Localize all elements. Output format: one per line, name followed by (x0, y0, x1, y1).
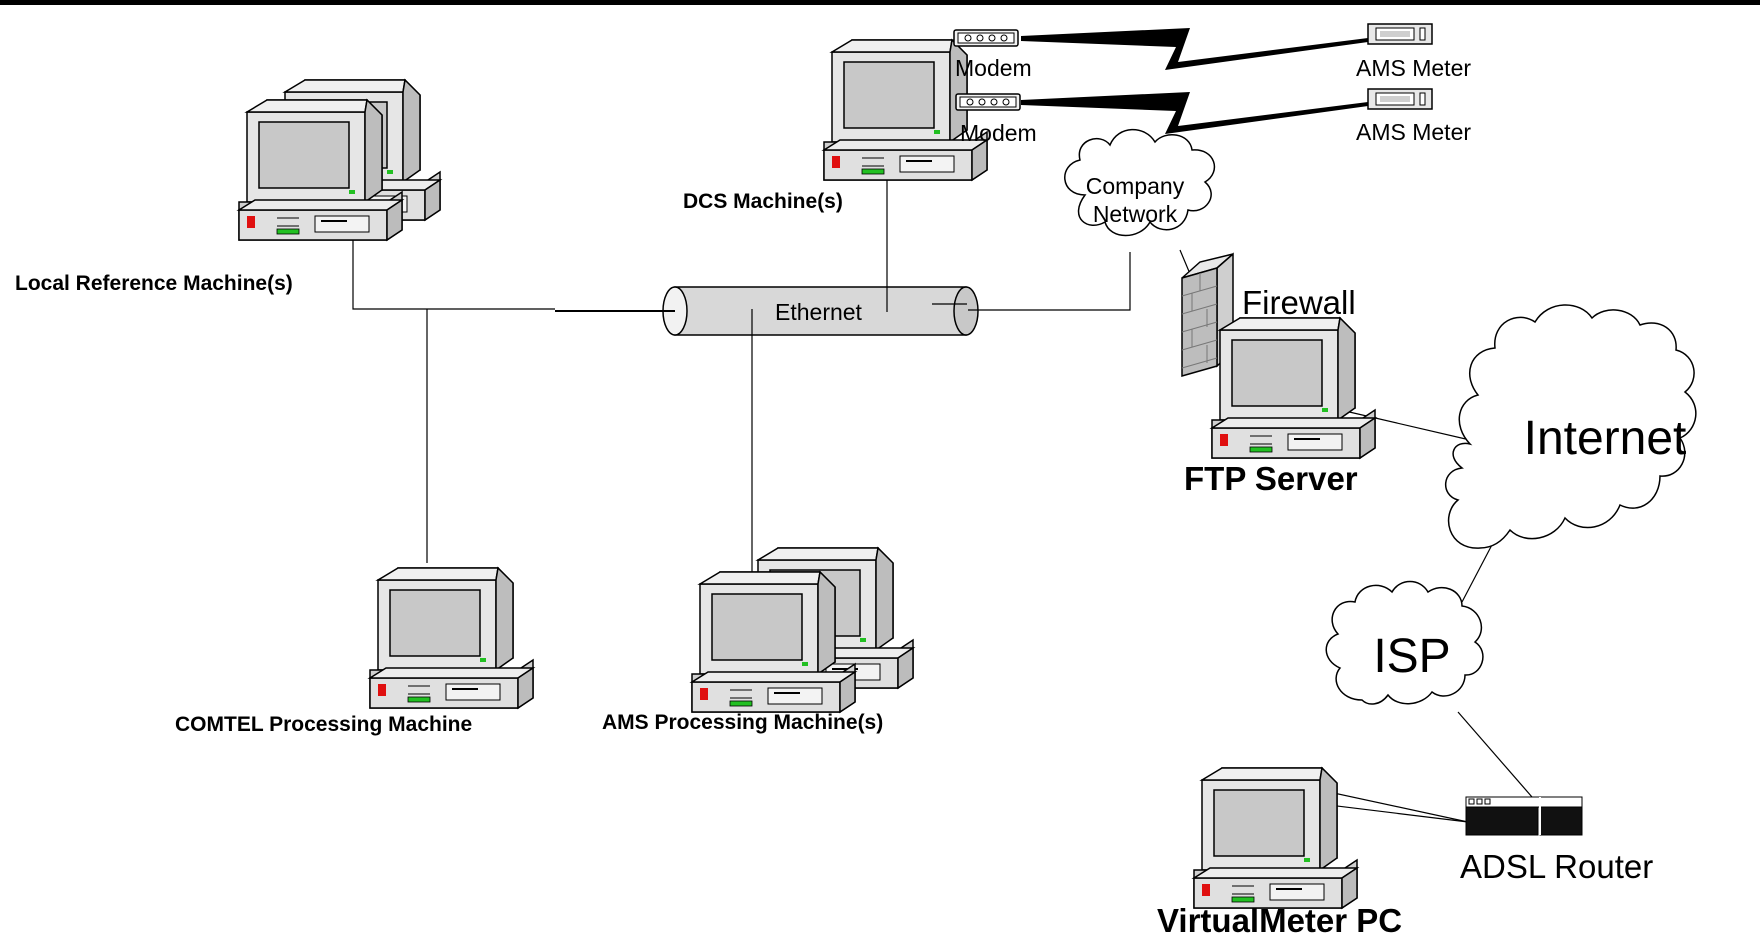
adsl-router: ADSL Router (1460, 796, 1653, 885)
firewall-icon (1181, 267, 1218, 377)
local-reference-machines: Local Reference Machine(s) (15, 79, 441, 295)
top-rule (0, 0, 1760, 5)
firewall-label: Firewall (1242, 284, 1356, 321)
ams-meter-1: AMS Meter (1356, 23, 1471, 81)
computer-icon (238, 99, 403, 241)
modem-icon (955, 93, 1021, 111)
computer-icon (1211, 317, 1376, 459)
meter-icon (1367, 23, 1433, 45)
local-reference-label: Local Reference Machine(s) (15, 272, 293, 295)
router-icon (1465, 796, 1583, 836)
company-network-label-1: Company (1086, 173, 1185, 199)
company-network-cloud: Company Network (1064, 128, 1216, 237)
virtualmeter-label: VirtualMeter PC (1157, 902, 1402, 939)
computer-icon (369, 567, 534, 709)
ams-processing-machines: AMS Processing Machine(s) (602, 547, 914, 734)
internet-label: Internet (1524, 412, 1687, 465)
adsl-router-label: ADSL Router (1460, 848, 1653, 885)
dcs-machine: DCS Machine(s) (683, 39, 988, 213)
ftp-server-label: FTP Server (1184, 460, 1358, 497)
dcs-label: DCS Machine(s) (683, 190, 843, 213)
isp-cloud: ISP (1325, 580, 1484, 705)
comtel-label: COMTEL Processing Machine (175, 713, 472, 736)
modem-icon (953, 29, 1019, 47)
modem-2: Modem (955, 93, 1037, 146)
company-network-label-2: Network (1093, 201, 1178, 227)
modem-1: Modem (953, 29, 1032, 81)
isp-label: ISP (1373, 630, 1450, 683)
ams-meter-label: AMS Meter (1356, 55, 1471, 81)
internet-cloud: Internet (1445, 304, 1697, 549)
meter-icon (1367, 88, 1433, 110)
comtel-processing-machine: COMTEL Processing Machine (175, 567, 534, 736)
wireless-links (1021, 28, 1368, 134)
modem-label: Modem (960, 120, 1037, 146)
ethernet-cable: Ethernet (662, 286, 979, 336)
ftp-server: FTP Server (1184, 317, 1376, 497)
modem-label: Modem (955, 55, 1032, 81)
virtualmeter-pc: VirtualMeter PC (1157, 767, 1402, 939)
ams-meter-2: AMS Meter (1356, 88, 1471, 145)
computer-icon (691, 571, 856, 713)
ams-processing-label: AMS Processing Machine(s) (602, 711, 883, 734)
ams-meter-label: AMS Meter (1356, 119, 1471, 145)
ethernet-label: Ethernet (775, 299, 863, 325)
computer-icon (1193, 767, 1358, 909)
